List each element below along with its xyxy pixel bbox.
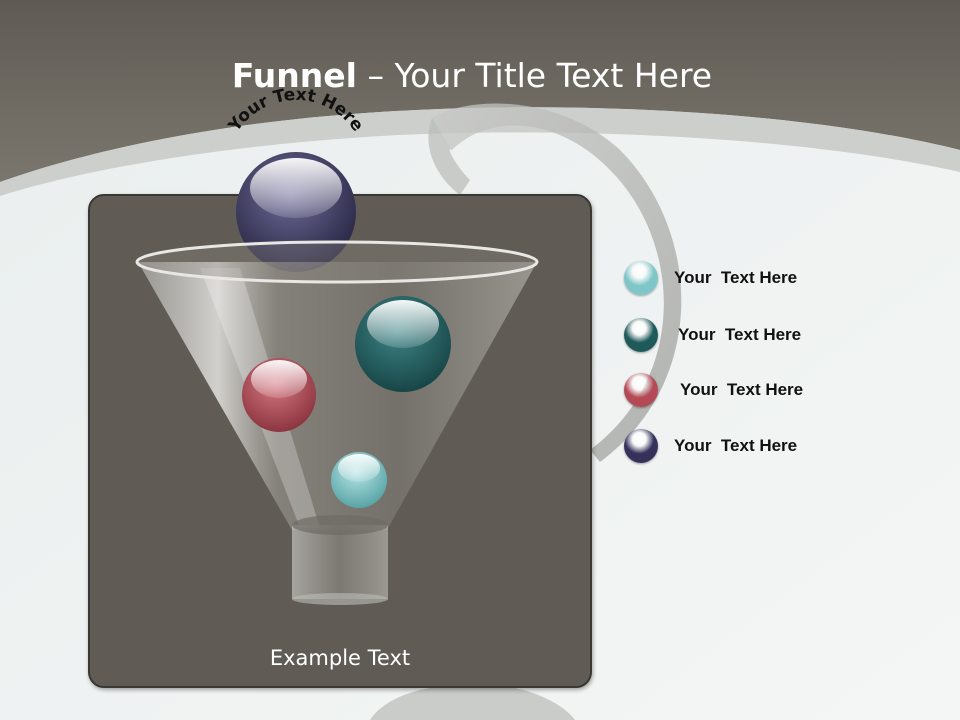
legend-item-3: Your Text Here <box>624 372 803 408</box>
legend-label: Your Text Here <box>680 380 804 399</box>
funnel-spout <box>292 515 388 605</box>
legend-item-4: Your Text Here <box>624 428 797 464</box>
legend-ball-teal-dark <box>624 318 658 352</box>
ball-teal-dark <box>355 296 451 392</box>
legend-ball-red <box>624 373 658 407</box>
ball-teal-light <box>331 452 387 508</box>
legend-ball-navy <box>624 429 658 463</box>
legend-label: Your Text Here <box>678 325 802 344</box>
legend-ball-teal-light <box>624 261 658 295</box>
legend-label: Your Text Here <box>674 268 798 287</box>
slide-title: Funnel – Your Title Text Here <box>0 56 944 95</box>
title-rest: – Your Title Text Here <box>356 56 713 95</box>
funnel-rim <box>135 240 539 284</box>
title-bold: Funnel <box>231 56 357 95</box>
arc-label: Your Text Here <box>224 85 367 136</box>
example-text: Example Text <box>269 646 411 670</box>
ball-red <box>242 358 316 432</box>
legend-label: Your Text Here <box>674 436 798 455</box>
legend-item-1: Your Text Here <box>624 260 797 296</box>
legend-item-2: Your Text Here <box>624 317 801 353</box>
